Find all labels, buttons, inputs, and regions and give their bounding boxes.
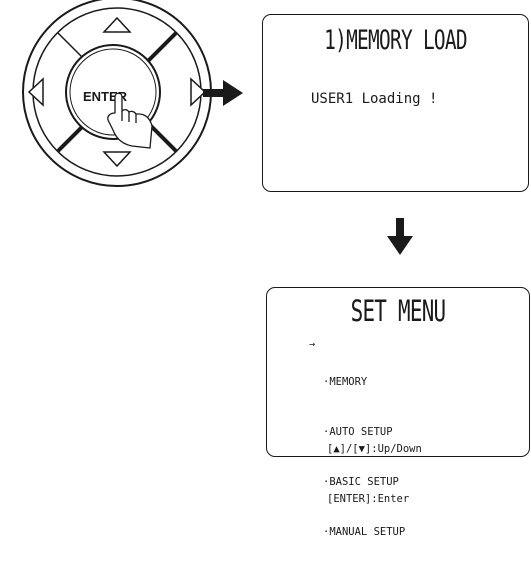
memory-load-title: 1)MEMORY LOAD bbox=[324, 25, 468, 56]
menu-item-auto-setup[interactable]: ·AUTO SETUP bbox=[323, 426, 393, 438]
right-arrow-key[interactable] bbox=[190, 77, 207, 107]
help-text: [▲]/[▼]:Up/Down [ENTER]:Enter bbox=[327, 405, 422, 543]
loading-message: USER1 Loading ! bbox=[311, 91, 438, 107]
memory-load-screen: 1)MEMORY LOAD USER1 Loading ! bbox=[262, 14, 529, 192]
help-navigation: [▲]/[▼]:Up/Down bbox=[327, 443, 422, 455]
right-arrow-icon bbox=[203, 80, 243, 106]
pointing-hand-icon bbox=[107, 92, 153, 149]
set-menu-title: SET MENU bbox=[350, 294, 447, 328]
set-menu-screen: SET MENU → ·MEMORY ·AUTO SETUP ·BASIC SE… bbox=[266, 287, 530, 538]
menu-item-memory[interactable]: ·MEMORY bbox=[323, 376, 368, 388]
direction-pad: ENTER bbox=[22, 0, 212, 187]
left-arrow-key[interactable] bbox=[27, 77, 44, 107]
down-arrow-icon bbox=[387, 218, 413, 255]
up-arrow-key[interactable] bbox=[102, 16, 132, 33]
menu-cursor-icon: → bbox=[309, 339, 316, 350]
down-arrow-key[interactable] bbox=[102, 151, 132, 168]
diagram-canvas: ENTER bbox=[22, 0, 413, 255]
help-enter: [ENTER]:Enter bbox=[327, 493, 410, 505]
